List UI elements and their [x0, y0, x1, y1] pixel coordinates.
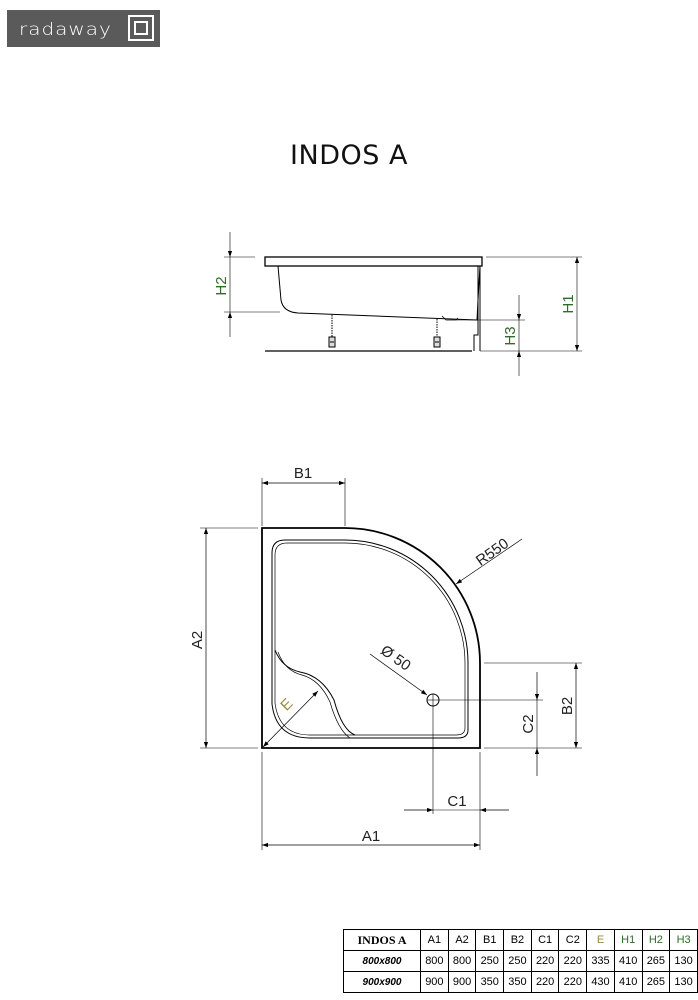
cell-c2: 220: [558, 971, 588, 993]
dim-label-h3: H3: [502, 326, 519, 345]
header-cell-b2: B2: [503, 929, 532, 951]
dim-label-h2: H2: [213, 276, 230, 295]
dim-label-a1: A1: [362, 828, 380, 845]
header-cell-a2: A2: [447, 929, 477, 951]
dim-label-c1: C1: [447, 793, 466, 810]
header-cell-e: E: [586, 929, 615, 951]
cell-a1: 800: [420, 950, 449, 972]
cell-model: 900x900: [342, 971, 422, 993]
header-cell-b1: B1: [475, 929, 505, 951]
header-cell-h2: H2: [641, 929, 671, 951]
tray-outline: [261, 527, 481, 749]
spec-table: INDOS A A1 A2 B1 B2 C1 C2 E H1 H2 H3 800…: [342, 929, 698, 993]
dim-label-drain-diameter: Ø 50: [377, 642, 413, 675]
cell-h1: 410: [613, 950, 643, 972]
dim-label-b1: B1: [294, 465, 312, 482]
cell-h3: 130: [669, 971, 698, 993]
cell-b2: 250: [503, 950, 532, 972]
cell-a2: 800: [447, 950, 477, 972]
table-header-row: INDOS A A1 A2 B1 B2 C1 C2 E H1 H2 H3: [342, 929, 698, 951]
tray-body: [277, 265, 481, 321]
cell-b2: 350: [503, 971, 532, 993]
header-cell-a1: A1: [420, 929, 449, 951]
logo-text: radaway: [19, 18, 112, 39]
cell-b1: 350: [475, 971, 505, 993]
table-row: 800x800 800 800 250 250 220 220 335 410 …: [342, 950, 698, 972]
top-view: [200, 478, 582, 850]
adjustable-leg-right: [433, 319, 441, 348]
header-cell-c2: C2: [558, 929, 588, 951]
dim-label-e: E: [277, 695, 296, 714]
cell-h1: 410: [613, 971, 643, 993]
header-cell-h1: H1: [613, 929, 643, 951]
tray-rim: [264, 256, 483, 267]
radaway-logo: radaway: [7, 10, 160, 47]
cell-b1: 250: [475, 950, 505, 972]
cell-c2: 220: [558, 950, 588, 972]
product-title: INDOS A: [290, 140, 408, 171]
cell-h2: 265: [641, 950, 671, 972]
table-row: 900x900 900 900 350 350 220 220 430 410 …: [342, 971, 698, 993]
adjustable-leg-left: [328, 315, 336, 348]
dim-label-b2: B2: [559, 697, 576, 715]
cell-a2: 900: [447, 971, 477, 993]
logo-square-icon: [128, 15, 154, 41]
cell-h3: 130: [669, 950, 698, 972]
dim-label-a2: A2: [189, 631, 206, 649]
dim-label-h1: H1: [560, 294, 577, 313]
side-view: [224, 232, 582, 376]
cell-c1: 220: [530, 950, 560, 972]
header-cell-h3: H3: [669, 929, 698, 951]
cell-h2: 265: [641, 971, 671, 993]
cell-model: 800x800: [342, 950, 422, 972]
cell-a1: 900: [420, 971, 449, 993]
header-cell-c1: C1: [530, 929, 560, 951]
cell-c1: 220: [530, 971, 560, 993]
dim-label-radius: R550: [473, 535, 512, 569]
header-cell-model: INDOS A: [342, 929, 422, 951]
cell-e: 335: [586, 950, 615, 972]
cell-e: 430: [586, 971, 615, 993]
dim-label-c2: C2: [520, 714, 537, 733]
